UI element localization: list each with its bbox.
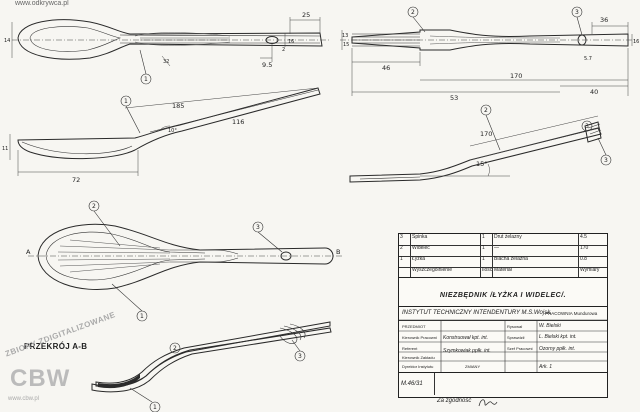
dim-32: 32 (163, 59, 169, 65)
label-kierownik: Kierownik Pracowni (402, 335, 437, 340)
val-arkusz: Ark. 1 (539, 364, 553, 370)
part-bubble-3b (581, 120, 593, 132)
val-sprawdzil: L. Bielski kpt. int. (539, 334, 577, 340)
part-no: 1 (399, 256, 411, 267)
dim-11: 11 (2, 146, 8, 152)
dim-16r: 16 (633, 39, 639, 45)
part-material: Blacha żelazna (493, 256, 579, 267)
dim-5-7: 5.7 (584, 56, 592, 62)
part-bubble-3e-label: 3 (298, 353, 302, 360)
cbw-watermark-logo: CBW (10, 365, 71, 392)
cbw-watermark-url: www.cbw.pl (8, 396, 40, 402)
header-name: Wyszczególnienie (411, 267, 481, 277)
part-name: Widelec (411, 245, 481, 256)
part-bubble-1b-label: 1 (124, 98, 128, 105)
part-bubble-3a-label: 3 (575, 9, 579, 16)
parts-row-3: 3 Spinka 1 Drut żelazny 4.5 (399, 234, 607, 246)
dim-170b: 170 (480, 130, 492, 138)
fork-plan-view (340, 22, 636, 96)
drawing-title: NIEZBĘDNIK /ŁYŻKA I WIDELEC/. (439, 292, 567, 299)
label-kierownik-zakladu: Kierownik Zakładu (402, 355, 435, 360)
part-dim: 170 (580, 245, 589, 251)
department-name: PRACOWNIA Mundurowa (545, 311, 598, 316)
section-a-b-view (91, 321, 332, 393)
dim-25: 25 (302, 11, 310, 19)
val-konstruowal: Konstruował kpt. int. (443, 335, 489, 341)
dim-46: 46 (382, 64, 390, 72)
parts-row-1: 1 Łyżka 1 Blacha żelazna 0.8 (399, 256, 607, 268)
part-name: Łyżka (411, 256, 481, 267)
header-qty: Ilość (481, 267, 493, 277)
spoon-side-view (9, 87, 321, 176)
header-material: Materiał (493, 267, 579, 277)
part-qty: 1 (481, 256, 493, 267)
dim-116: 116 (232, 118, 244, 126)
label-rysowal: Rysował (507, 324, 523, 329)
dim-10-deg: 10° (168, 128, 177, 134)
spoon-plan-view (11, 17, 330, 67)
za-zgodnosc-label: Za zgodność (437, 398, 472, 404)
dim-170: 170 (510, 72, 522, 80)
dim-16: 16 (288, 39, 294, 45)
part-no: 2 (399, 245, 411, 256)
section-label: PRZEKRÓJ A-B (24, 342, 88, 351)
part-material: — (493, 245, 579, 256)
label-referent: Referent (402, 346, 418, 351)
label-szef: Szef Pracowni (507, 346, 533, 351)
section-mark-a: A (26, 248, 31, 256)
part-bubble-2d-label: 2 (173, 345, 177, 352)
dim-13: 13 (342, 33, 348, 39)
part-bubble-1d-label: 1 (153, 404, 157, 411)
val-rysowal: W. Bielski (539, 323, 561, 329)
drawing-number: M.46/31 (401, 381, 423, 387)
part-qty: 1 (481, 245, 493, 256)
dim-40: 40 (590, 88, 598, 96)
dim-14: 14 (4, 38, 10, 44)
part-bubble-1a-label: 1 (144, 76, 148, 83)
dim-15-deg: 15° (476, 160, 488, 168)
part-bubble-2b-label: 2 (484, 107, 488, 114)
dim-72: 72 (72, 176, 80, 184)
part-bubble-2d (169, 342, 181, 354)
part-material: Drut żelazny (493, 234, 579, 245)
label-przedmiot: PRZEDMIOT (402, 324, 426, 329)
part-bubble-2c-label: 2 (92, 203, 96, 210)
label-dyrektor: Dyrektor Instytutu (402, 364, 434, 369)
val-ozorny: Ozorny ppłk. int. (539, 346, 576, 352)
part-dim: 4.5 (580, 234, 587, 240)
title-block: 3 Spinka 1 Drut żelazny 4.5 2 Widelec 1 … (398, 233, 608, 398)
fork-side-view (349, 115, 602, 183)
dim-15: 15 (343, 42, 349, 48)
dim-2: 2 (282, 47, 285, 53)
val-szymkowiak: Szymkowiak ppłk. int. (443, 348, 491, 354)
part-no: 3 (399, 234, 411, 245)
number-row: M.46/31 (399, 372, 607, 395)
parts-header-row: Wyszczególnienie Ilość Materiał Wymiary (399, 267, 607, 278)
part-name: Spinka (411, 234, 481, 245)
part-bubble-3b-label: 3 (585, 123, 589, 130)
watermark-url: www.odkrywca.pl (15, 0, 69, 7)
parts-row-2: 2 Widelec 1 — 170 (399, 245, 607, 257)
dim-185: 185 (172, 102, 184, 110)
part-bubble-1d (149, 401, 161, 412)
part-qty: 1 (481, 234, 493, 245)
dim-36: 36 (600, 16, 608, 24)
institute-row: INSTYTUT TECHNICZNY INTENDENTURY M.S.Woj… (399, 306, 607, 321)
part-bubble-1c-label: 1 (140, 313, 144, 320)
label-zmiany: ZMIANY (465, 364, 481, 369)
part-bubble-3c-label: 3 (604, 157, 608, 164)
dim-9-5: 9.5 (262, 61, 272, 69)
part-dim: 0.8 (580, 256, 587, 262)
section-mark-b: B (336, 248, 340, 256)
part-bubble-2a-label: 2 (411, 9, 415, 16)
part-bubble-3d-label: 3 (256, 224, 260, 231)
institute-name: INSTYTUT TECHNICZNY INTENDENTURY M.S.Woj… (402, 310, 552, 316)
assembled-plan-view (28, 223, 342, 291)
header-dim: Wymiary (580, 267, 600, 273)
label-sprawdzil: Sprawdził (507, 335, 525, 340)
signature (478, 399, 498, 407)
dim-53: 53 (450, 94, 458, 102)
